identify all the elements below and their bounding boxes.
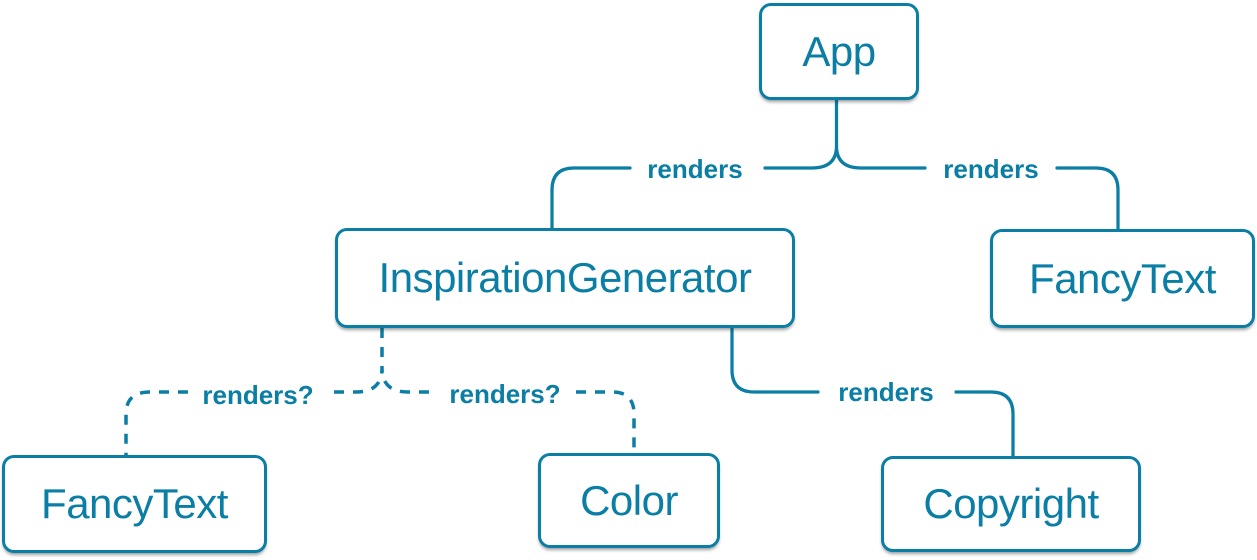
edge-label-app-inspirationgenerator: renders xyxy=(647,154,742,184)
node-fancy-text-top: FancyText xyxy=(990,229,1255,328)
edge-app-inspirationgenerator-line xyxy=(550,166,632,230)
edge-inspirationgenerator-copyright-line-a xyxy=(730,326,820,394)
edge-label-inspirationgenerator-fancytext: renders? xyxy=(202,380,313,410)
node-copyright-label: Copyright xyxy=(923,480,1099,527)
edge-inspirationgenerator-color-line xyxy=(576,390,636,453)
node-fancy-text-bottom: FancyText xyxy=(2,455,267,553)
edge-app-fork-line xyxy=(763,145,927,170)
node-fancy-text-bottom-label: FancyText xyxy=(41,480,228,527)
node-inspiration-generator-label: InspirationGenerator xyxy=(378,254,752,301)
edge-label-inspirationgenerator-copyright: renders xyxy=(838,377,933,407)
edge-inspirationgenerator-dashed-fork-line xyxy=(334,367,432,394)
edge-inspirationgenerator-fancytext-line xyxy=(124,390,188,455)
node-color: Color xyxy=(538,453,720,548)
node-app-label: App xyxy=(802,27,876,75)
node-copyright: Copyright xyxy=(881,456,1141,552)
node-app: App xyxy=(759,3,919,100)
node-fancy-text-top-label: FancyText xyxy=(1029,254,1216,302)
edge-app-fancytext-line xyxy=(1055,166,1120,231)
edge-label-inspirationgenerator-color: renders? xyxy=(449,379,560,409)
node-color-label: Color xyxy=(580,476,678,524)
node-inspiration-generator: InspirationGenerator xyxy=(335,228,795,328)
edge-inspirationgenerator-copyright-line-b xyxy=(954,390,1015,458)
edge-label-app-fancytext: renders xyxy=(943,154,1038,184)
